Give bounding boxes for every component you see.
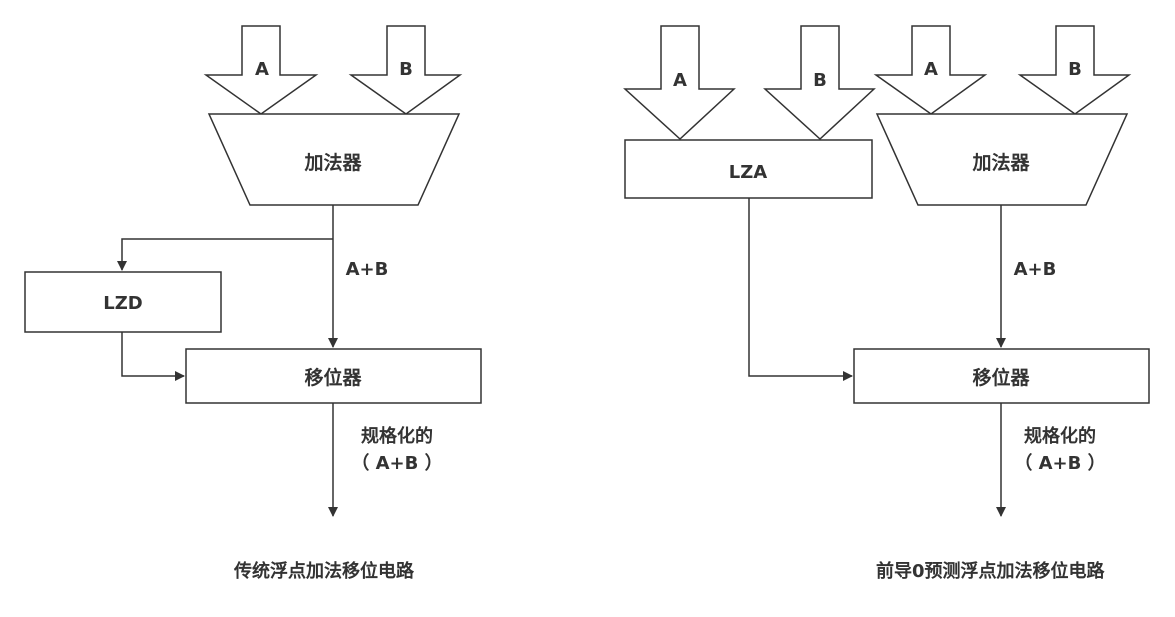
right-adder-block [875, 113, 1129, 206]
right-adder-input-a-label: A [924, 59, 938, 80]
left-lzd-to-shifter-line [121, 332, 185, 381]
left-adder-to-lzd-line [117, 238, 333, 271]
right-lza-box [624, 139, 873, 199]
left-input-b-label: B [399, 59, 413, 80]
right-figure-caption: 前导0预测浮点加法移位电路 [876, 561, 1105, 582]
right-shifter-label: 移位器 [972, 366, 1030, 389]
right-diagram [623, 25, 1150, 517]
left-sum-label: A+B [346, 259, 389, 280]
right-lza-input-b-label: B [813, 70, 827, 91]
right-lza-input-a-label: A [673, 70, 687, 91]
left-input-b-arrow [348, 25, 463, 115]
right-sum-label: A+B [1014, 259, 1057, 280]
left-shifter-label: 移位器 [304, 366, 362, 389]
right-output-label-line2: （ A+B ） [1014, 453, 1105, 474]
left-shifter-box [185, 348, 482, 404]
right-lza-input-a-arrow [623, 25, 736, 141]
right-lza-input-b-arrow [763, 25, 876, 141]
left-lzd-label: LZD [103, 293, 142, 314]
right-shifter-box [853, 348, 1150, 404]
left-adder-label: 加法器 [303, 151, 362, 174]
left-diagram [24, 25, 482, 517]
right-lza-label: LZA [729, 162, 768, 183]
left-output-label-line1: 规格化的 [361, 425, 433, 447]
left-adder-block [207, 113, 461, 206]
right-output-label-line1: 规格化的 [1024, 425, 1096, 447]
right-adder-input-b-label: B [1068, 59, 1082, 80]
left-input-a-arrow [203, 25, 319, 115]
left-figure-caption: 传统浮点加法移位电路 [234, 561, 414, 582]
right-adder-input-a-arrow [873, 25, 988, 115]
right-adder-label: 加法器 [971, 151, 1030, 174]
left-input-a-label: A [255, 59, 269, 80]
left-output-label-line2: （ A+B ） [351, 453, 442, 474]
right-lza-to-shifter-line [748, 198, 853, 381]
right-adder-input-b-arrow [1017, 25, 1132, 115]
left-lzd-box [24, 271, 222, 333]
